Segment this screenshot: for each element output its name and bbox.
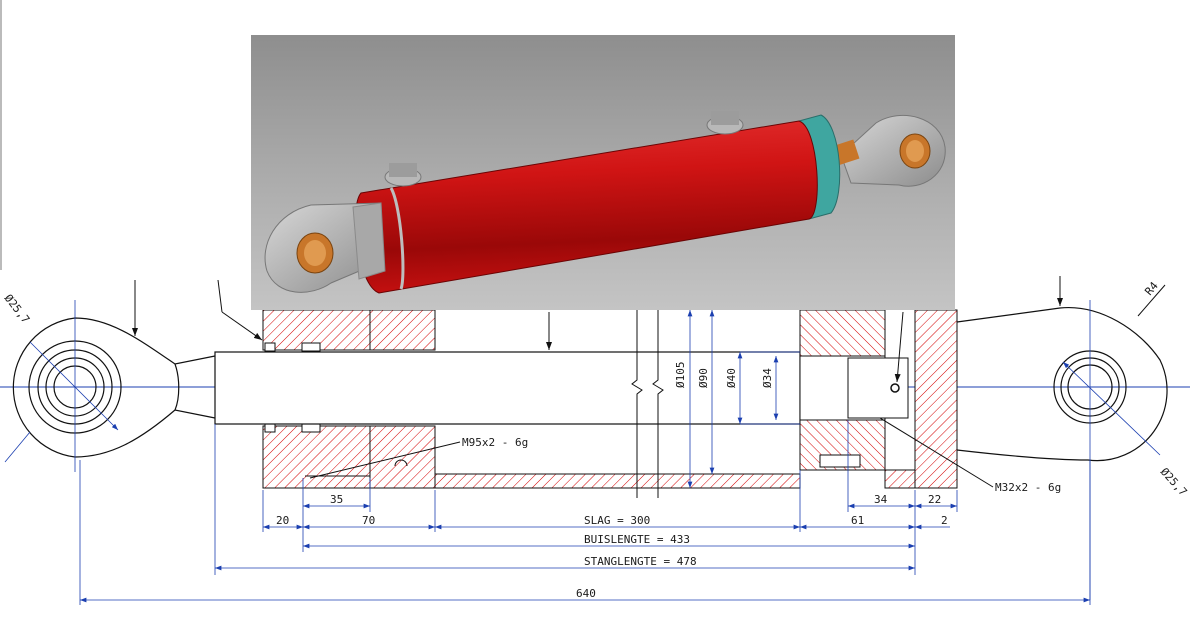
left-weld [352,202,386,280]
right-eye-metal [840,115,946,187]
eye-right-diameter: Ø25,7 [1158,465,1190,498]
seal-groove [301,423,321,433]
tube-bottom-right [884,469,916,489]
o-ring [394,459,408,467]
tube-wall-bottom [434,473,801,489]
dia40-label: Ø40 [725,368,738,388]
weld-seam [389,187,405,290]
dia105-label: Ø105 [674,362,687,389]
radius-leader [1137,284,1166,317]
seal-groove [301,342,321,352]
dim-stanglengte: STANGLENGTE = 478 [584,555,697,568]
dim-overall: 640 [576,587,596,600]
piston-rod [214,351,801,425]
piston-seal [819,454,861,468]
left-rod-eye [4,300,216,472]
dim-61: 61 [851,514,864,527]
radius-label: R4 [1142,279,1161,298]
dim-34: 34 [874,493,888,506]
end-cap [914,309,958,489]
break-lines [631,310,664,498]
dia90-label: Ø90 [697,368,710,388]
dim-70: 70 [362,514,375,527]
right-base-eye [956,300,1168,600]
dim-buislengte: BUISLENGTE = 433 [584,533,690,546]
nut-pin [890,383,900,393]
thread-rod-label: M32x2 - 6g [995,481,1061,494]
end-cap-leader [894,311,904,383]
diameter-dimensions [687,310,800,488]
horizontal-dimensions [79,420,1091,605]
dim-35: 35 [330,493,343,506]
thread-leader-tube [309,441,461,479]
tube-wall-top [262,309,436,351]
thread-leader-rod [879,417,994,488]
dim-slag: SLAG = 300 [584,514,650,527]
dim-2: 2 [941,514,948,527]
dim-20: 20 [276,514,289,527]
cylinder-3d-render [251,35,955,310]
dim-22: 22 [928,493,941,506]
seal-groove [264,342,276,352]
leader-arrow [217,279,223,313]
tube-wall-bottom-front [262,425,436,489]
thread-tube-label: M95x2 - 6g [462,436,528,449]
dia34-label: Ø34 [761,368,774,388]
leader-arrow [221,311,263,341]
eye-left-diameter: Ø25,7 [2,292,33,326]
seal-groove [264,423,276,433]
